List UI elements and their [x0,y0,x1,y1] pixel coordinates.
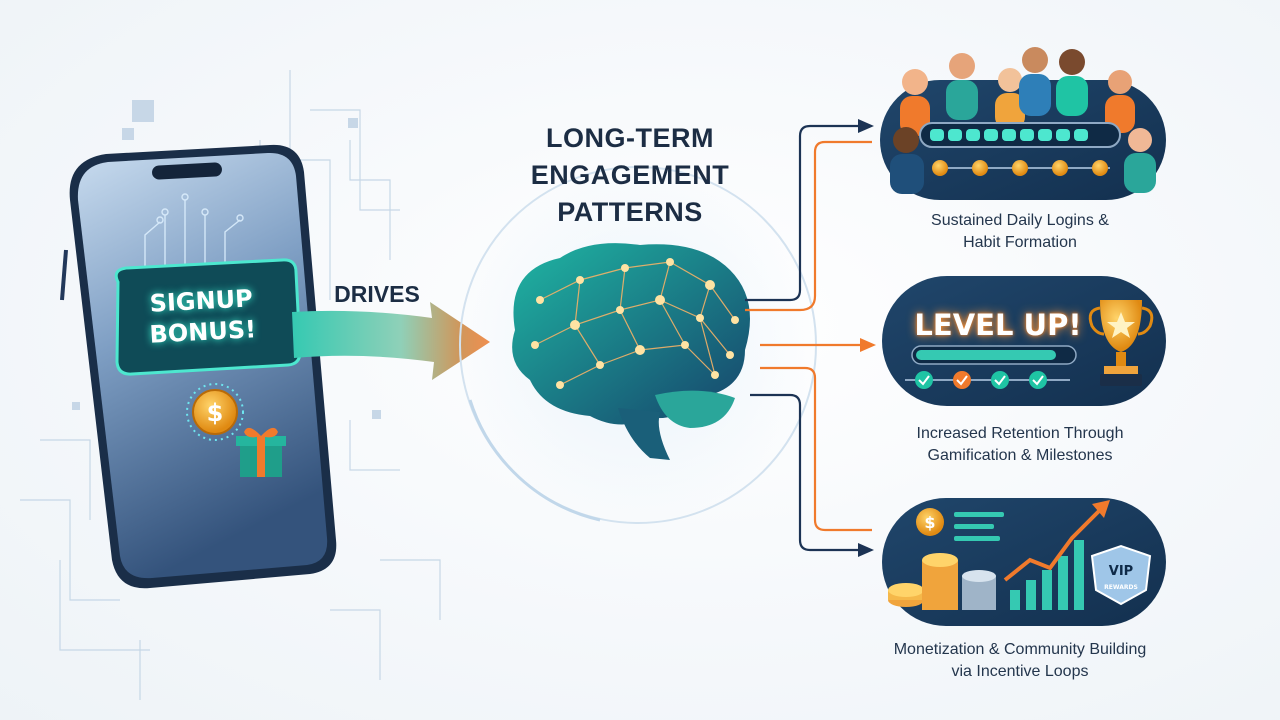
caption-line: Increased Retention Through [916,425,1124,442]
drives-arrow [292,302,490,380]
arrowheads [858,119,876,557]
branch-connectors [745,124,872,552]
title-line: ENGAGEMENT [530,160,730,190]
dollar-coin-icon: $ [186,383,244,441]
milestone-coins [932,160,1108,176]
coins-growth-chart-illustration: $ [882,498,1166,626]
svg-text:$: $ [924,513,935,532]
circuit-squares [72,100,381,419]
diagram-title: LONG-TERM ENGAGEMENT PATTERNS [470,120,790,231]
caption-line: Gamification & Milestones [927,447,1113,464]
outcome-caption-retention: Increased Retention Through Gamification… [870,423,1170,467]
vip-shield-icon [1090,544,1152,606]
level-up-badge: LEVEL UP! [914,308,1082,342]
vip-badge-text: VIP [1108,564,1134,579]
title-line: PATTERNS [557,197,703,227]
people-group [890,47,1156,194]
community-progress-bar-illustration [880,47,1166,200]
caption-line: Habit Formation [963,234,1077,251]
brain-network-icon [512,243,750,460]
trophy-icon [1088,300,1154,386]
signup-bonus-text: SIGNUP BONUS! [120,282,283,352]
svg-text:$: $ [207,399,224,427]
outcome-caption-monetization: Monetization & Community Building via In… [860,639,1180,683]
vip-rewards-text: REWARDS [1104,584,1138,591]
phone-circuit [144,193,244,270]
trophy-checkmarks-illustration [882,276,1166,406]
coin-stacks [888,553,996,610]
caption-line: via Incentive Loops [951,663,1089,680]
gift-icon [236,427,286,477]
checkmark-icons [915,371,1047,389]
list-lines [954,512,1004,541]
caption-line: Monetization & Community Building [893,641,1147,658]
growth-bars [1010,540,1084,610]
neural-nodes [531,258,739,389]
title-line: LONG-TERM [546,123,714,153]
progress-segments [930,129,1088,141]
drives-label: DRIVES [334,281,420,307]
caption-line: Sustained Daily Logins & [931,212,1109,229]
outcome-caption-habits: Sustained Daily Logins & Habit Formation [880,210,1160,254]
